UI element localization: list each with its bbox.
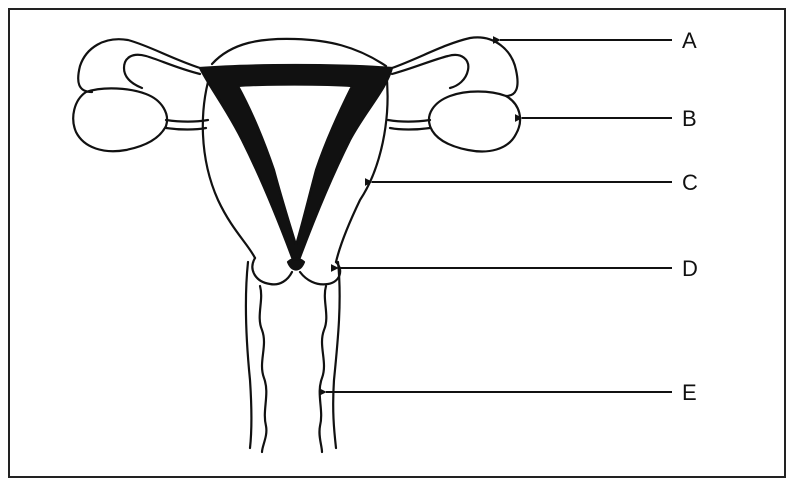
- left-ovarian-ligament: [166, 120, 208, 130]
- vaginal-wall-right-inner: [319, 286, 326, 452]
- label-c: C: [682, 170, 698, 195]
- vaginal-wall-left-inner: [260, 286, 267, 452]
- right-ovarian-ligament: [388, 120, 430, 130]
- left-ovary: [73, 88, 167, 151]
- cervical-os: [288, 259, 304, 270]
- label-d: D: [682, 256, 698, 281]
- left-fallopian-tube: [78, 39, 200, 92]
- right-ovary: [429, 92, 520, 152]
- label-b: B: [682, 106, 697, 131]
- right-fallopian-tube: [392, 37, 518, 96]
- label-e: E: [682, 380, 697, 405]
- label-a: A: [682, 28, 697, 53]
- uterus-drawing: [73, 37, 520, 452]
- vaginal-wall-left: [246, 262, 252, 448]
- vaginal-wall-right: [333, 262, 339, 448]
- uterus-fundus: [212, 39, 386, 66]
- figure-frame: [9, 9, 785, 477]
